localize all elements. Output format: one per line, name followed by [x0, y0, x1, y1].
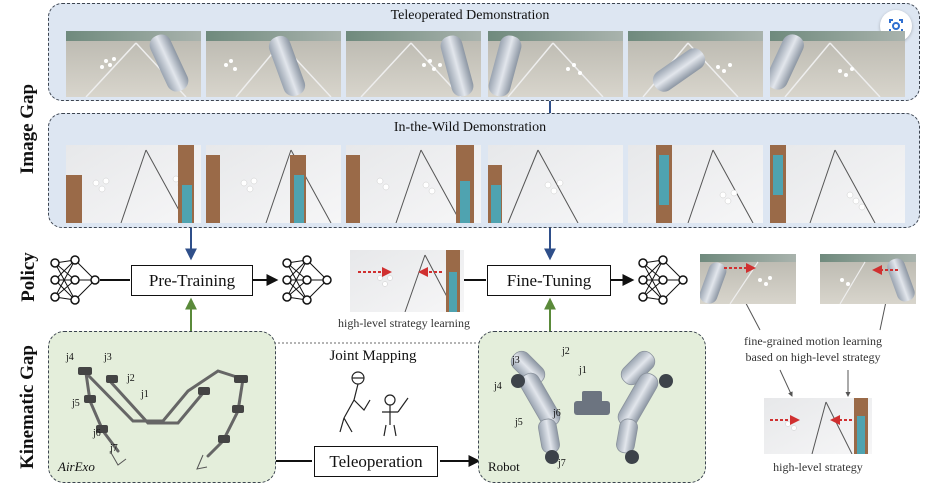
- wild-frame-2: [206, 145, 341, 223]
- scan-icon: [889, 19, 903, 33]
- neural-network-icon-3: [638, 255, 688, 305]
- airexo-joint-j7: j7: [110, 443, 118, 454]
- fine-grained-thumb-1: [700, 254, 796, 304]
- teleop-frame-3: [346, 31, 481, 97]
- fine-tuning-box: Fine-Tuning: [487, 265, 611, 296]
- strategy-thumb-middle: [350, 250, 464, 312]
- wild-frame-5: [628, 145, 763, 223]
- caption-high-level-strategy-learning: high-level strategy learning: [338, 316, 470, 330]
- person-and-robot-icon: [339, 371, 409, 437]
- high-level-strategy-thumb: [764, 398, 872, 454]
- teleoperated-title: Teleoperated Demonstration: [390, 8, 550, 23]
- airexo-joint-j4: j4: [66, 352, 74, 363]
- airexo-exoskeleton: [78, 367, 248, 470]
- airexo-joint-j5: j5: [72, 398, 80, 409]
- airexo-label: AirExo: [58, 459, 95, 474]
- in-the-wild-title: In-the-Wild Demonstration: [393, 120, 547, 135]
- wild-frame-1: [66, 145, 201, 223]
- robot-joint-j7: j7: [558, 458, 566, 469]
- teleop-frame-1: [66, 31, 201, 97]
- airexo-joint-j2: j2: [127, 373, 135, 384]
- airexo-joint-j6: j6: [93, 428, 101, 439]
- wild-frame-6: [770, 145, 905, 223]
- robot-joint-j5: j5: [515, 417, 523, 428]
- teleop-frame-4: [488, 31, 623, 97]
- robot-arms: [510, 350, 673, 464]
- robot-joint-j3: j3: [512, 355, 520, 366]
- teleop-frame-2: [206, 31, 341, 97]
- teleoperation-box: Teleoperation: [314, 446, 438, 477]
- neural-network-icon-2: [282, 255, 332, 305]
- robot-joint-j4: j4: [494, 381, 502, 392]
- caption-fine-grained-2: based on high-level strategy: [745, 350, 881, 364]
- caption-fine-grained-1: fine-grained motion learning: [744, 334, 882, 348]
- row-label-policy: Policy: [18, 252, 39, 302]
- joint-mapping-label: Joint Mapping: [329, 348, 417, 364]
- teleop-frame-5: [628, 31, 763, 97]
- neural-network-icon-1: [50, 255, 100, 305]
- fine-grained-thumb-2: [820, 254, 916, 304]
- wild-frame-4: [488, 145, 623, 223]
- airexo-joint-j3: j3: [104, 352, 112, 363]
- robot-joint-j6: j6: [553, 408, 561, 419]
- teleop-frame-6: [770, 31, 905, 97]
- row-label-kinematic-gap: Kinematic Gap: [17, 344, 38, 470]
- row-label-image-gap: Image Gap: [17, 83, 38, 175]
- caption-high-level-strategy: high-level strategy: [773, 460, 863, 474]
- airexo-joint-j1: j1: [141, 389, 149, 400]
- airexo-panel: [48, 331, 276, 483]
- robot-label: Robot: [488, 459, 520, 474]
- robot-joint-j2: j2: [562, 346, 570, 357]
- robot-joint-j1: j1: [579, 365, 587, 376]
- pre-training-box: Pre-Training: [131, 265, 253, 296]
- wild-frame-3: [346, 145, 481, 223]
